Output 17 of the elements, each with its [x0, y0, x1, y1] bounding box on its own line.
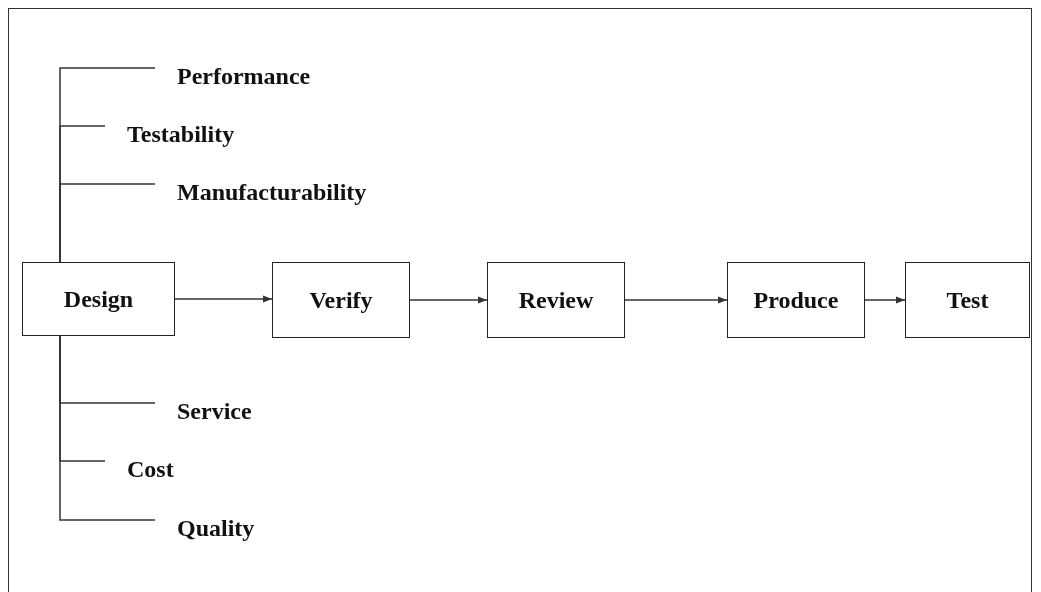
factor-label: Cost [127, 455, 174, 483]
process-box: Verify [272, 262, 410, 338]
arrow [409, 296, 488, 304]
arrow [174, 295, 273, 303]
arrow [624, 296, 728, 304]
factor-label: Manufacturability [177, 178, 367, 206]
process-box: Test [905, 262, 1030, 338]
process-box: Produce [727, 262, 865, 338]
process-box: Review [487, 262, 625, 338]
connector-line [59, 335, 156, 521]
connector-line [59, 183, 156, 263]
factor-label: Service [177, 397, 252, 425]
factor-label: Testability [127, 120, 235, 148]
arrow [864, 296, 906, 304]
factor-label: Performance [177, 62, 311, 90]
process-box: Design [22, 262, 175, 336]
factor-label: Quality [177, 514, 255, 542]
